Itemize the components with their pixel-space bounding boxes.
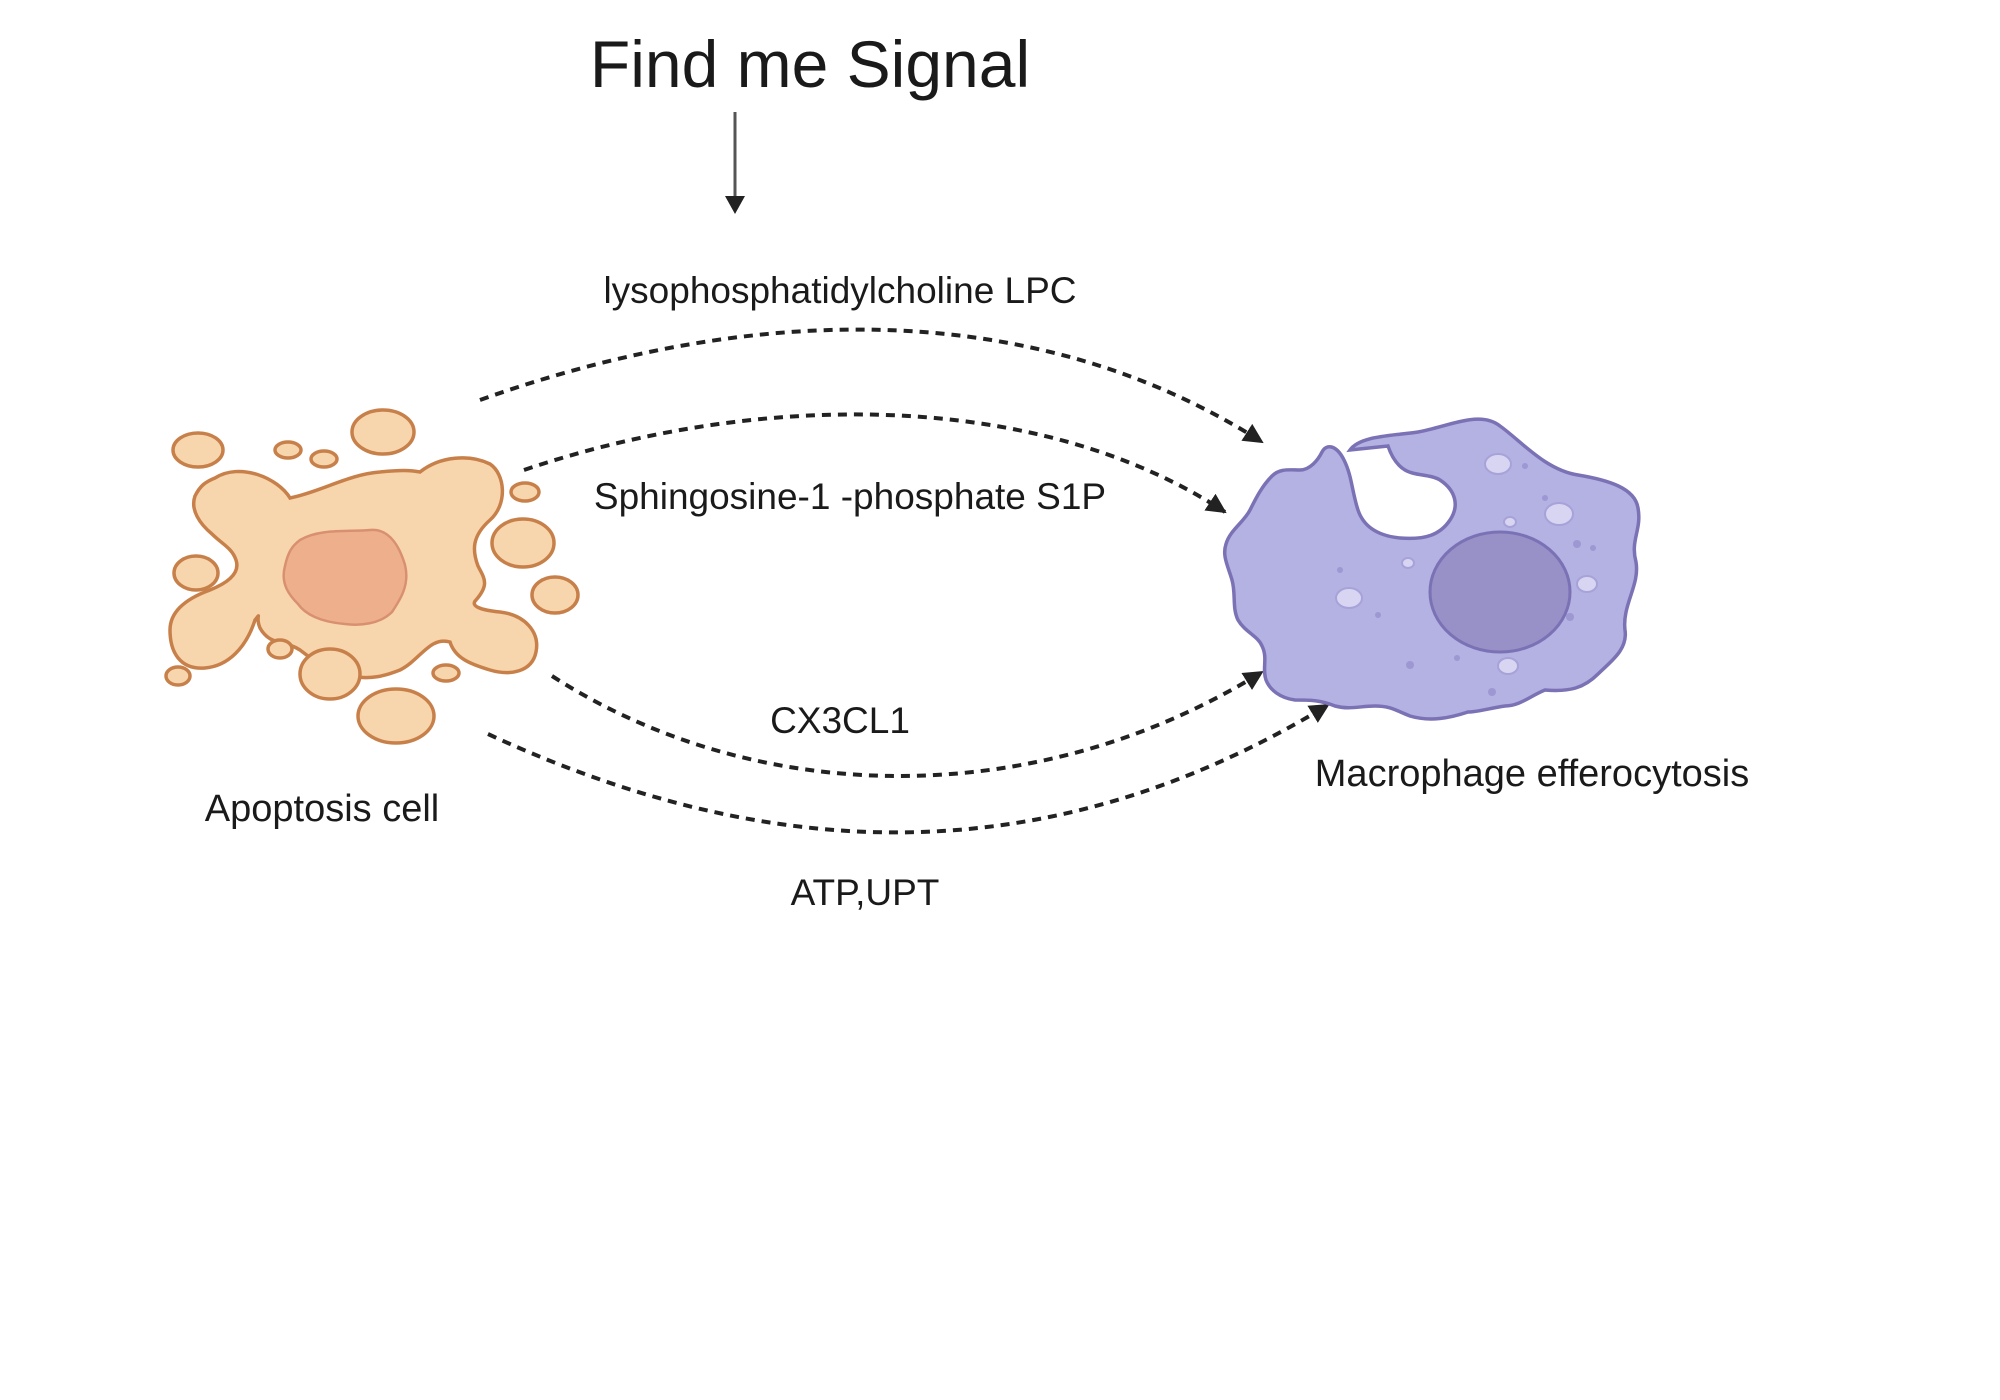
signal-atp-label: ATP,UPT — [791, 872, 940, 913]
apoptotic-bleb — [266, 638, 294, 660]
diagram-title: Find me Signal — [590, 27, 1030, 101]
apoptotic-bleb — [309, 449, 339, 469]
apoptotic-bleb — [298, 647, 362, 701]
arrow-lpc — [479, 327, 1264, 444]
apoptotic-bleb — [509, 481, 541, 503]
arrow-cx3cl1 — [550, 670, 1264, 778]
title-down-arrow — [725, 112, 745, 214]
apoptotic-bleb — [273, 440, 303, 460]
apoptotic-bleb — [530, 575, 580, 615]
apoptotic-bleb — [172, 554, 220, 592]
macrophage-body — [1222, 417, 1641, 721]
apoptotic-bleb — [490, 517, 556, 569]
apoptotic-bleb — [431, 663, 461, 683]
macrophage-cell — [1222, 417, 1641, 721]
signal-s1p-label: Sphingosine-1 -phosphate S1P — [594, 476, 1106, 517]
signal-lpc-label: lysophosphatidylcholine LPC — [603, 270, 1076, 311]
apoptotic-cell — [164, 408, 580, 745]
apoptotic-bleb — [356, 687, 436, 745]
apoptotic-bleb — [171, 431, 225, 469]
apoptotic-cell-label: Apoptosis cell — [205, 788, 439, 830]
signal-cx3cl1-label: CX3CL1 — [770, 700, 910, 741]
macrophage-cell-label: Macrophage efferocytosis — [1315, 753, 1749, 795]
arrow-s1p — [523, 412, 1227, 514]
macrophage-vesicles — [1335, 453, 1598, 675]
macrophage-granules — [1337, 463, 1596, 696]
macrophage-nucleus — [1428, 530, 1572, 654]
apoptotic-bleb — [350, 408, 416, 456]
apoptotic-cell-nucleus — [282, 528, 408, 626]
apoptotic-bleb — [164, 665, 192, 687]
arrow-atp — [487, 703, 1330, 835]
